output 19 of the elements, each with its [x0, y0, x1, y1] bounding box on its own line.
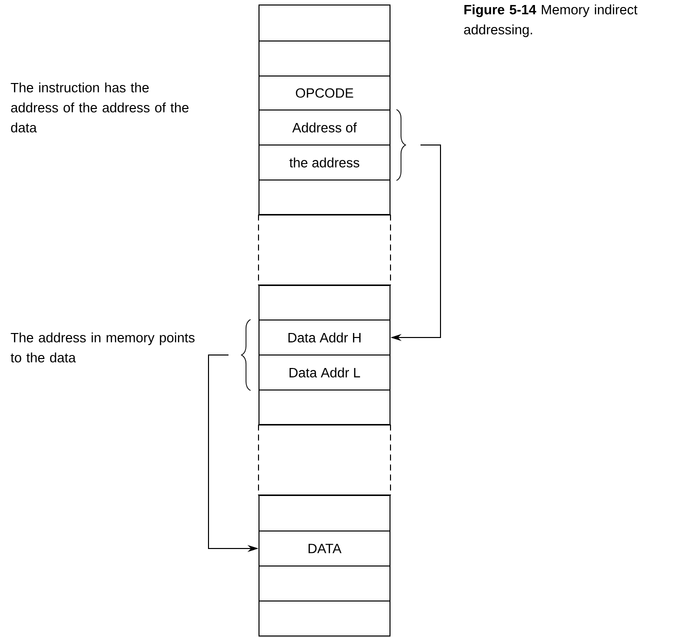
memory-cell: OPCODE — [258, 76, 390, 110]
memory-cell: Data Addr H — [258, 320, 390, 356]
memory-cell — [258, 180, 390, 216]
figure-caption: Figure 5-14 Memory indirect addressing. — [464, 4, 638, 38]
memory-cell — [258, 600, 390, 636]
memory-gap — [258, 424, 391, 496]
annotation-text: The address in memory points to the data — [10, 332, 195, 362]
memory-cell — [258, 494, 390, 532]
memory-cell — [258, 389, 390, 426]
memory-cell: Data Addr L — [258, 354, 390, 390]
memory-cell — [258, 40, 390, 76]
memory-cell: DATA — [258, 530, 390, 566]
memory-gap — [258, 214, 391, 286]
memory-cell — [258, 4, 390, 42]
memory-cell — [258, 565, 390, 602]
memory-cell — [258, 284, 390, 320]
memory-cell: Address of — [258, 110, 390, 146]
memory-cell: the address — [258, 144, 390, 180]
annotation-text: The instruction has the address of the address of the data — [10, 82, 188, 132]
